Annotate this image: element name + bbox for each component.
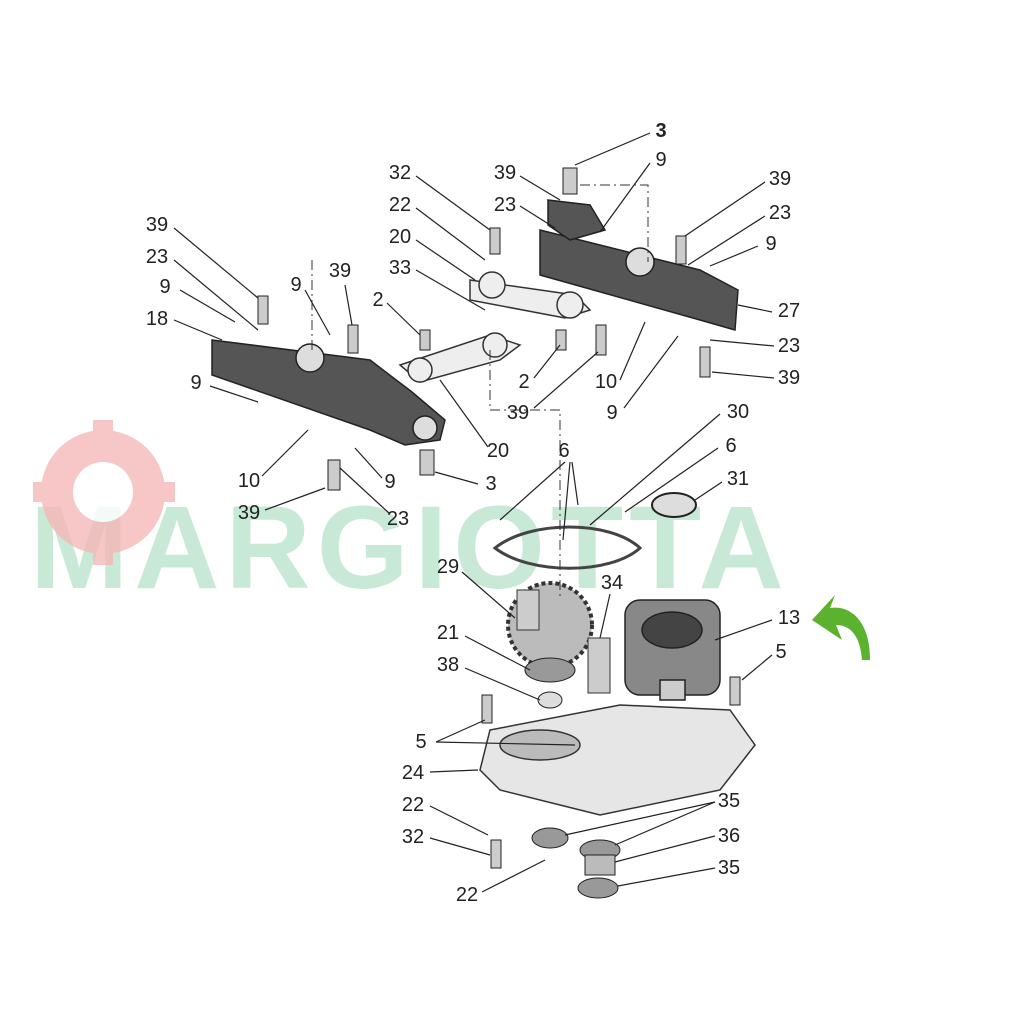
callout-9: 9 xyxy=(190,372,202,394)
callout-21: 21 xyxy=(436,622,460,644)
callout-23: 23 xyxy=(493,194,517,216)
callout-29: 29 xyxy=(436,556,460,578)
callout-35: 35 xyxy=(717,790,741,812)
gear-29 xyxy=(506,581,594,669)
center-lines xyxy=(311,184,649,600)
callout-33: 33 xyxy=(388,257,412,279)
arm-27 xyxy=(539,199,739,331)
callout-24: 24 xyxy=(401,762,425,784)
callout-35: 35 xyxy=(717,857,741,879)
callout-38: 38 xyxy=(436,654,460,676)
callout-3: 3 xyxy=(655,120,667,142)
bearing-21 xyxy=(524,657,576,683)
callout-30: 30 xyxy=(726,401,750,423)
callout-23: 23 xyxy=(145,246,169,268)
motor-13 xyxy=(624,599,721,701)
spacer-36 xyxy=(584,854,616,876)
callout-6: 6 xyxy=(558,440,570,462)
callout-13: 13 xyxy=(777,607,801,629)
link-20 xyxy=(398,271,592,383)
callout-23: 23 xyxy=(386,508,410,530)
callout-39: 39 xyxy=(777,367,801,389)
callout-20: 20 xyxy=(388,226,412,248)
callout-22: 22 xyxy=(455,884,479,906)
callout-22: 22 xyxy=(388,194,412,216)
callout-32: 32 xyxy=(388,162,412,184)
curved-arrow-icon xyxy=(812,595,870,660)
callout-32: 32 xyxy=(401,826,425,848)
callout-9: 9 xyxy=(290,274,302,296)
callout-31: 31 xyxy=(726,468,750,490)
callout-10: 10 xyxy=(594,371,618,393)
callout-39: 39 xyxy=(506,402,530,424)
seal-31 xyxy=(651,492,697,518)
callout-20: 20 xyxy=(486,440,510,462)
callout-18: 18 xyxy=(145,308,169,330)
screws xyxy=(257,167,741,869)
callout-22: 22 xyxy=(401,794,425,816)
callout-9: 9 xyxy=(765,233,777,255)
gasket xyxy=(492,525,643,570)
bearing-35 xyxy=(577,877,619,899)
callout-39: 39 xyxy=(145,214,169,236)
leader-lines xyxy=(173,132,775,893)
callout-2: 2 xyxy=(372,289,384,311)
callout-5: 5 xyxy=(775,641,787,663)
callout-23: 23 xyxy=(768,202,792,224)
callout-10: 10 xyxy=(237,470,261,492)
callout-3: 3 xyxy=(485,473,497,495)
callout-6: 6 xyxy=(725,435,737,457)
callout-9: 9 xyxy=(384,471,396,493)
callout-39: 39 xyxy=(768,168,792,190)
callout-27: 27 xyxy=(777,300,801,322)
callout-34: 34 xyxy=(600,572,624,594)
callout-23: 23 xyxy=(777,335,801,357)
bushing-38 xyxy=(537,691,563,709)
callout-5: 5 xyxy=(415,731,427,753)
gear-logo-icon xyxy=(33,420,175,565)
callout-39: 39 xyxy=(493,162,517,184)
housing-24 xyxy=(479,704,756,816)
callout-36: 36 xyxy=(717,825,741,847)
arm-18 xyxy=(211,339,446,446)
bearing-35 xyxy=(531,827,569,849)
callout-9: 9 xyxy=(606,402,618,424)
callout-39: 39 xyxy=(328,260,352,282)
callout-9: 9 xyxy=(655,149,667,171)
pinion-34 xyxy=(587,637,611,694)
callout-2: 2 xyxy=(518,371,530,393)
callout-9: 9 xyxy=(159,276,171,298)
callout-39: 39 xyxy=(237,502,261,524)
